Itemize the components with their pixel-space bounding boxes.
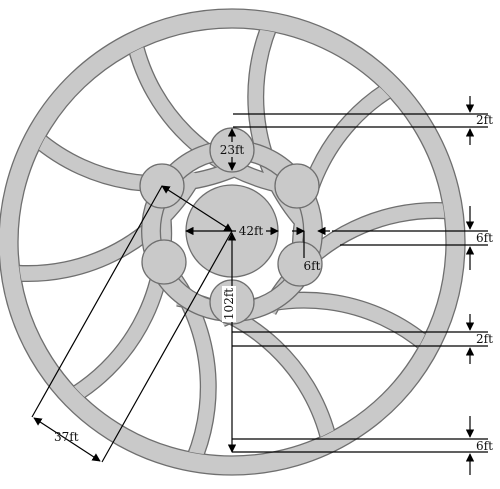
label-23ft: 23ft [220,143,245,157]
bulb-lower-left [141,239,187,285]
label-2ft-lower: 2ft [476,332,493,346]
curved-spokes [18,28,446,456]
label-102ft: 102ft [222,288,236,320]
dimension-lines [31,96,488,475]
label-6ft-bottom: 6ft [476,439,493,453]
label-37ft: 37ft [54,430,79,444]
label-42ft: 42ft [239,224,264,238]
spoke-fill [18,28,446,456]
label-2ft-top: 2ft [476,113,493,127]
bulb-upper-right [274,163,320,209]
outer-rim [0,8,466,476]
bulb-lower-right [277,241,323,287]
label-6ft-ring-gap: 6ft [304,259,321,273]
label-6ft-upper: 6ft [476,231,493,245]
